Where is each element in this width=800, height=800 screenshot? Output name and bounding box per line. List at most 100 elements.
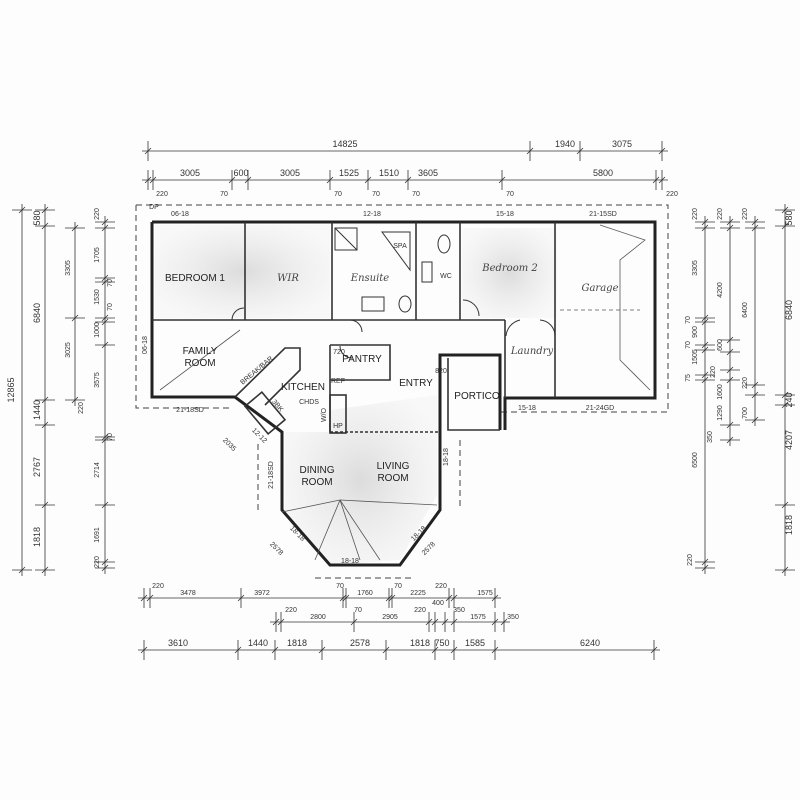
spa-label: SPA (393, 243, 407, 250)
dimension-tick (237, 594, 245, 602)
dimension-tick (71, 224, 79, 232)
window-label: 06-18 (171, 211, 189, 218)
dimension-label: 12865 (6, 377, 16, 402)
window-label: 15-18 (518, 405, 536, 412)
dimension-label: 3005 (280, 168, 300, 178)
dimension-label: 3972 (254, 590, 270, 597)
dimension-tick (326, 176, 334, 184)
dimension-label: 750 (434, 638, 449, 648)
dimension-label: 350 (507, 614, 519, 621)
dimension-tick (339, 594, 347, 602)
dimension-tick (41, 396, 49, 404)
dimension-tick (701, 558, 709, 566)
sink-label: 3BK (270, 399, 284, 414)
room-label-dining: ROOM (301, 477, 332, 488)
dimension-tick (18, 566, 26, 574)
dimension-label: 6400 (742, 302, 749, 318)
room-label-family: FAMILY (183, 346, 218, 357)
dimension-label: 600 (717, 339, 724, 351)
room-label-dining: DINING (300, 465, 335, 476)
dimension-tick (71, 314, 79, 322)
room-label-living: ROOM (377, 473, 408, 484)
room-label-garage: Garage (581, 283, 618, 294)
dimension-tick (726, 224, 734, 232)
dimension-label: 70 (336, 583, 344, 590)
chds-label: CHDS (299, 399, 319, 406)
room-label-bedroom-2: Bedroom 2 (481, 263, 538, 274)
downpipe-label: DP (149, 204, 159, 211)
dimension-tick (491, 646, 499, 654)
dimension-tick (350, 618, 358, 626)
dimension-tick (781, 206, 789, 214)
dimension-tick (101, 224, 109, 232)
dimension-tick (101, 501, 109, 509)
dimension-label: 6500 (692, 452, 699, 468)
door-size-label: 720 (333, 349, 345, 356)
dimension-label: 1000 (94, 322, 101, 338)
dimension-label: 3478 (180, 590, 196, 597)
dimension-label: 3305 (692, 260, 699, 276)
dimension-label: 3575 (94, 372, 101, 388)
dimension-label: 2578 (350, 638, 370, 648)
dimension-tick (751, 218, 759, 226)
dimension-tick (101, 341, 109, 349)
dimension-tick (751, 381, 759, 389)
window-label: 2035 (221, 437, 237, 453)
dimension-tick (244, 176, 252, 184)
dimension-tick (726, 421, 734, 429)
dimension-label: 1530 (94, 289, 101, 305)
dimension-tick (658, 176, 666, 184)
dimension-tick (781, 566, 789, 574)
dimension-tick (71, 396, 79, 404)
dimension-label: 1440 (32, 400, 42, 420)
dimension-label: 220 (94, 208, 101, 220)
dimension-label: 1818 (287, 638, 307, 648)
dimension-tick (101, 558, 109, 566)
dimension-tick (500, 618, 508, 626)
dimension-label: 580 (784, 210, 794, 225)
dimension-tick (726, 218, 734, 226)
dimension-label: 1575 (470, 614, 486, 621)
dimension-tick (364, 176, 372, 184)
dimension-tick (101, 278, 109, 286)
dimension-label: 70 (107, 433, 114, 441)
dimension-tick (701, 346, 709, 354)
dimension-label: 220 (687, 554, 694, 566)
interior-walls (152, 222, 556, 435)
dimension-tick (652, 176, 660, 184)
dimension-label: 1818 (784, 515, 794, 535)
dimension-tick (140, 646, 148, 654)
dimension-label: 1575 (477, 590, 493, 597)
dimension-tick (658, 147, 666, 155)
dimension-label: 700 (742, 407, 749, 419)
room-label-bedroom-1: BEDROOM 1 (165, 273, 225, 284)
dimension-label: 1940 (555, 139, 575, 149)
dimension-label: 4200 (717, 282, 724, 298)
room-label-wir: WIR (277, 273, 299, 284)
room-label-kitchen: KITCHEN (281, 382, 325, 393)
dimension-label: 350 (707, 431, 714, 443)
window-label: 06-18 (142, 336, 149, 354)
dimension-tick (701, 341, 709, 349)
dimension-tick (144, 147, 152, 155)
dimension-label: 1525 (339, 168, 359, 178)
dimension-tick (272, 618, 280, 626)
dimension-label: 220 (710, 366, 717, 378)
dimension-label: 1818 (410, 638, 430, 648)
dimension-tick (149, 176, 157, 184)
dimension-tick (491, 618, 499, 626)
dimension-tick (101, 274, 109, 282)
dimension-label: 1818 (32, 527, 42, 547)
room-label-laundry: Laundry (510, 346, 554, 357)
dimension-label: 3605 (418, 168, 438, 178)
dimension-label: 70 (412, 191, 420, 198)
dimension-tick (271, 646, 279, 654)
eaves-line (135, 204, 669, 579)
break-bar-label: BREAK/BAR (239, 355, 274, 386)
dimension-tick (101, 318, 109, 326)
dimension-tick (526, 147, 534, 155)
dimension-tick (41, 222, 49, 230)
dimension-label: 220 (285, 607, 297, 614)
room-label-pantry: PANTRY (342, 354, 382, 365)
window-label: 21-15SD (589, 211, 617, 218)
